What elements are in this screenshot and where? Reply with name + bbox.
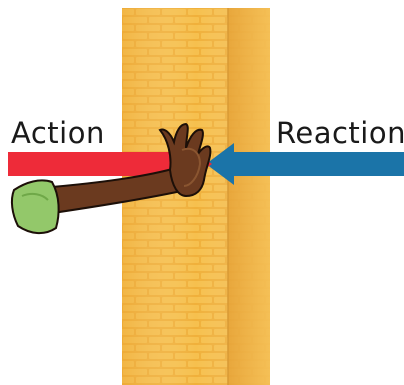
reaction-arrow-icon [206, 143, 404, 185]
brick-wall-icon [122, 8, 270, 385]
pushing-hand-icon [10, 122, 212, 234]
reaction-label: Reaction [276, 116, 404, 150]
action-label: Action [11, 116, 105, 150]
